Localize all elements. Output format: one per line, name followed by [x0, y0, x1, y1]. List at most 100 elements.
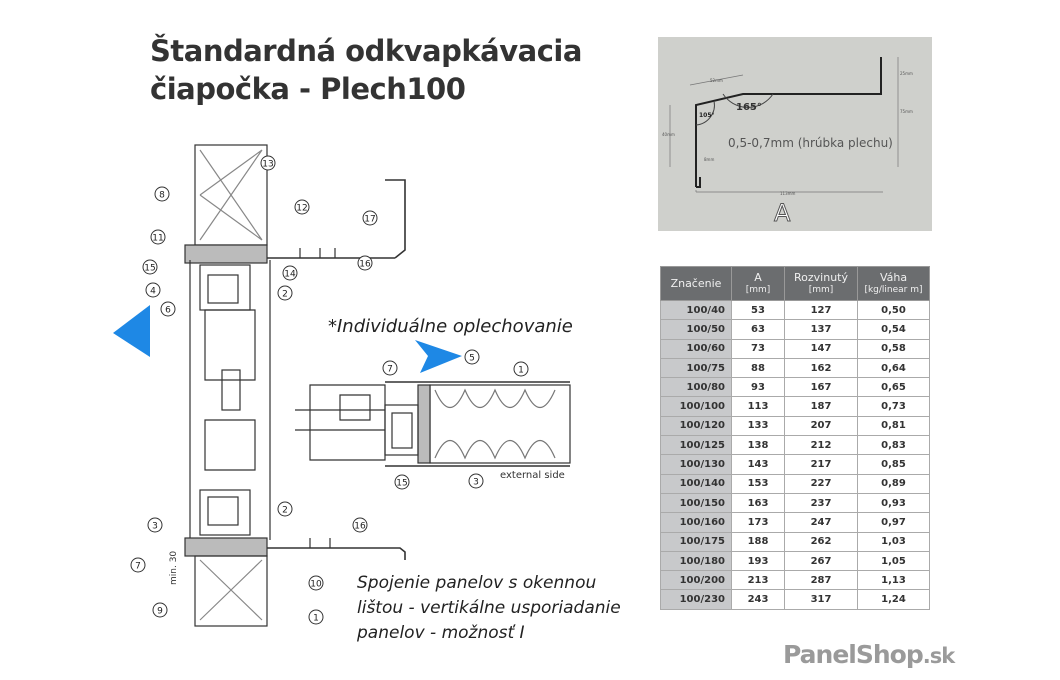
- arrow-icon: [415, 340, 462, 373]
- header-unit: [mm]: [745, 284, 771, 295]
- dim-label: 25mm: [900, 71, 913, 76]
- table-cell: 73: [731, 338, 785, 359]
- callout-number: 12: [296, 204, 307, 214]
- table-cell: 173: [731, 512, 785, 533]
- table-cell: 0,89: [857, 473, 930, 494]
- table-cell: 127: [784, 299, 858, 321]
- profile-label: A: [774, 199, 791, 227]
- callout-number: 17: [364, 215, 375, 225]
- table-cell: 100/80: [660, 377, 732, 398]
- table-cell: 100/50: [660, 319, 732, 340]
- header-unit: [mm]: [808, 284, 834, 295]
- callout-number: 5: [469, 354, 475, 364]
- thickness-label: 0,5-0,7mm (hrúbka plechu): [728, 136, 893, 150]
- table-cell: 0,83: [857, 435, 930, 456]
- callout-number: 16: [354, 522, 366, 532]
- callout-marker: 16: [357, 255, 373, 271]
- header-title: Značenie: [670, 277, 722, 290]
- callout-marker: 17: [362, 210, 378, 226]
- caption-line: lištou - vertikálne usporiadanie: [357, 598, 621, 618]
- caption-line: panelov - možnosť I: [357, 623, 525, 643]
- header-title: A: [754, 270, 762, 284]
- callout-number: 3: [473, 478, 479, 488]
- header-title: Rozvinutý: [794, 270, 848, 284]
- callout-marker: 14: [282, 265, 298, 281]
- table-cell: 100/140: [660, 473, 732, 494]
- table-cell: 213: [731, 570, 785, 591]
- table-cell: 207: [784, 415, 858, 437]
- callout-number: 2: [282, 290, 288, 300]
- callout-number: 11: [152, 234, 163, 244]
- dim-label: 8mm: [704, 157, 714, 162]
- caption: Spojenie panelov s okennou lištou - vert…: [357, 571, 621, 646]
- dim-label: 40mm: [662, 132, 675, 137]
- table-cell: 143: [731, 454, 785, 475]
- callout-marker: 12: [294, 199, 310, 215]
- dim-label: 75mm: [900, 109, 913, 114]
- table-cell: 0,93: [857, 492, 930, 514]
- callout-marker: 13: [260, 155, 276, 171]
- table-cell: 113: [731, 396, 785, 417]
- table-cell: 262: [784, 531, 858, 552]
- table-cell: 0,58: [857, 338, 930, 359]
- arrow-icon: [113, 305, 150, 357]
- table-cell: 163: [731, 492, 785, 514]
- dim-label: 52mm: [710, 78, 723, 83]
- logo: PanelShop.sk: [783, 640, 955, 669]
- table-cell: 100/175: [660, 531, 732, 552]
- caption-line: Spojenie panelov s okennou: [357, 573, 597, 593]
- table-cell: 267: [784, 550, 858, 572]
- table-cell: 227: [784, 473, 858, 494]
- profile-spec-drawing: 165° 105° 0,5-0,7mm (hrúbka plechu) 52mm…: [658, 37, 932, 231]
- table-cell: 0,64: [857, 357, 930, 379]
- callout-marker: 15: [142, 259, 158, 275]
- title-line-1: Štandardná odkvapkávacia: [150, 34, 582, 68]
- title-line-2: čiapočka - Plech100: [150, 72, 466, 106]
- callout-marker: 3: [147, 517, 163, 533]
- callout-number: 4: [150, 287, 156, 297]
- callout-number: 7: [387, 365, 393, 375]
- table-cell: 147: [784, 338, 858, 359]
- table-cell: 0,65: [857, 377, 930, 398]
- table-cell: 237: [784, 492, 858, 514]
- callout-marker: 15: [394, 474, 410, 490]
- callout-marker: 2: [277, 285, 293, 301]
- table-cell: 212: [784, 435, 858, 456]
- callout-marker: 1: [308, 609, 324, 625]
- min-label: min. 30: [169, 551, 179, 585]
- header-title: Váha: [879, 270, 908, 284]
- table-cell: 138: [731, 435, 785, 456]
- table-cell: 0,97: [857, 512, 930, 533]
- table-cell: 317: [784, 589, 858, 610]
- callout-marker: 5: [464, 349, 480, 365]
- callout-marker: 4: [145, 282, 161, 298]
- header-unit: [kg/linear m]: [864, 284, 923, 295]
- callout-marker: 11: [150, 229, 166, 245]
- table-cell: 0,50: [857, 299, 930, 321]
- callout-number: 8: [159, 191, 165, 201]
- table-cell: 187: [784, 396, 858, 417]
- table-cell: 100/230: [660, 589, 732, 610]
- callout-number: 7: [135, 562, 141, 572]
- table-cell: 100/100: [660, 396, 732, 417]
- callout-marker: 6: [160, 301, 176, 317]
- callout-number: 6: [165, 306, 171, 316]
- table-cell: 53: [731, 299, 785, 321]
- table-cell: 100/120: [660, 415, 732, 437]
- callout-number: 1: [313, 614, 319, 624]
- callout-number: 2: [282, 506, 288, 516]
- dim-label: 113mm: [780, 191, 796, 196]
